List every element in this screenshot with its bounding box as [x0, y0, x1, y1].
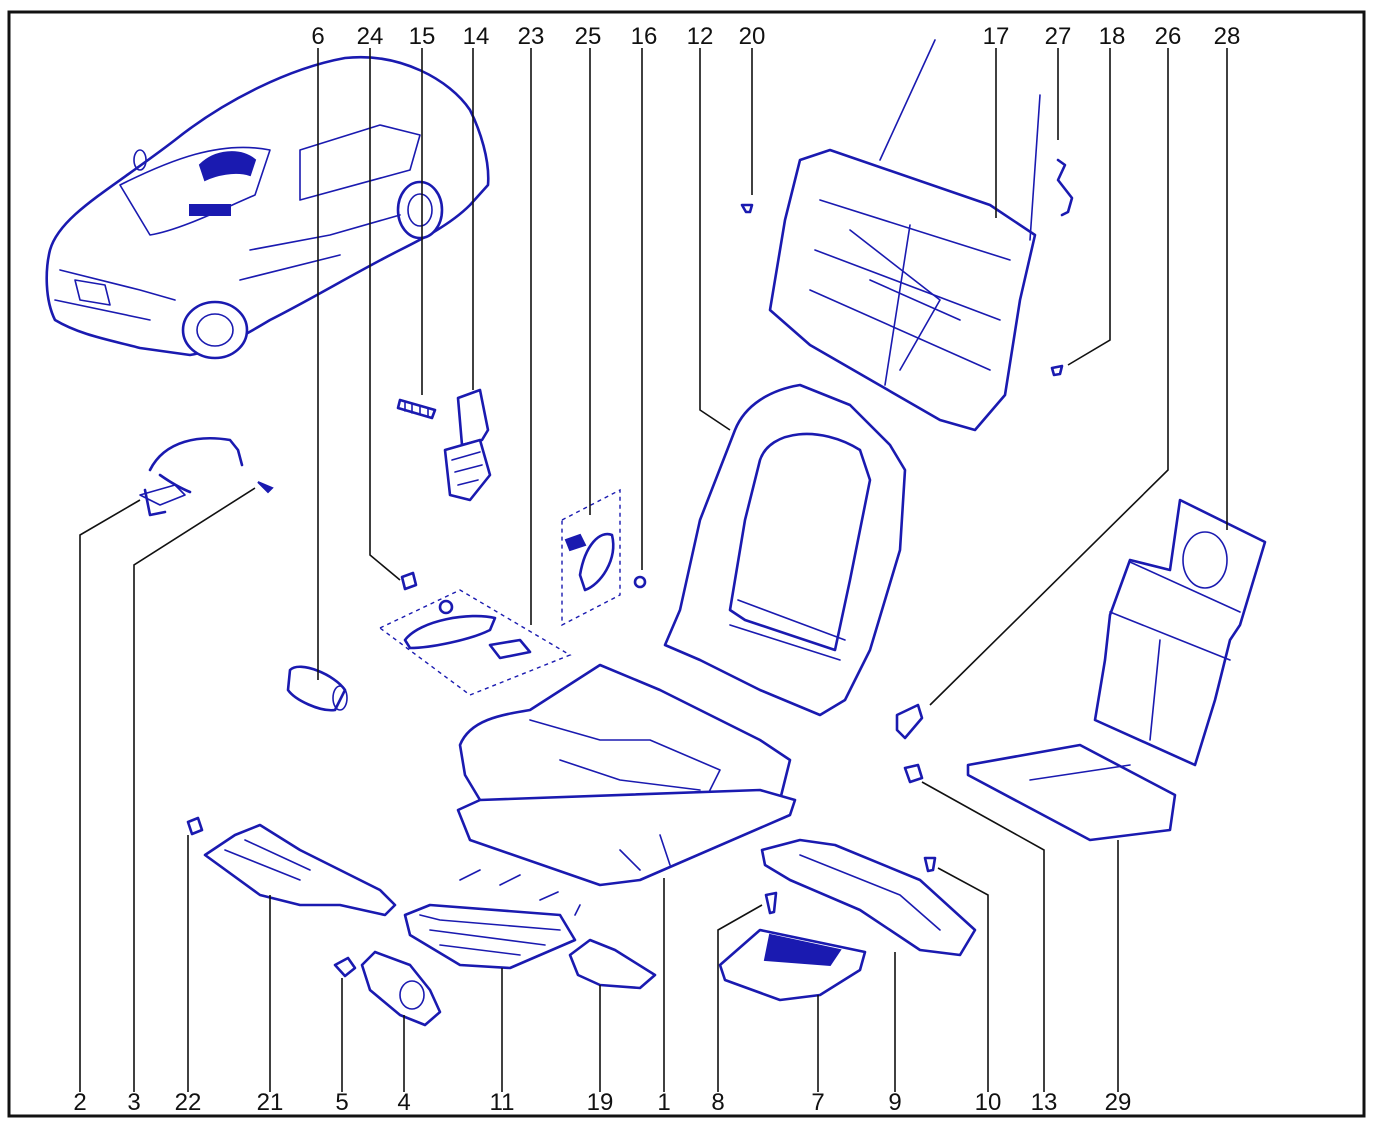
part-17-suspension-frame	[768, 39, 1041, 432]
callout-label: 28	[1214, 23, 1241, 50]
callout-label: 23	[518, 23, 545, 50]
part-29-seat-pad	[966, 743, 1177, 842]
callout-label: 19	[587, 1089, 614, 1116]
callout-label: 15	[409, 23, 436, 50]
part-13-bushing	[903, 763, 924, 784]
part-12-backrest-frame	[663, 383, 907, 717]
part-7-control-module	[718, 928, 867, 1002]
callout-label: 14	[463, 23, 490, 50]
part-8-screw	[764, 891, 778, 915]
callout-label: 3	[127, 1089, 140, 1116]
callout-label: 25	[575, 23, 602, 50]
part-15-bolt	[396, 398, 437, 420]
callout-label: 2	[73, 1089, 86, 1116]
callout-label: 16	[631, 23, 658, 50]
callout-label: 27	[1045, 23, 1072, 50]
callout-label: 11	[490, 1089, 515, 1116]
callout-label: 10	[975, 1089, 1002, 1116]
callout-label: 21	[257, 1089, 284, 1116]
part-23-trim-group	[378, 589, 572, 696]
part-22-clip	[186, 816, 204, 836]
callout-label: 22	[175, 1089, 202, 1116]
bottom-callout-labels: 2 3 22 21 5 4 11 19 1 8 7 9 10 13 29	[73, 1089, 1131, 1116]
callout-label: 5	[335, 1089, 348, 1116]
part-5-cap	[333, 956, 357, 978]
callout-label: 1	[657, 1089, 670, 1116]
diagram-border	[7, 10, 1366, 1118]
part-28-backrest-pad	[1093, 498, 1267, 767]
callout-label: 12	[687, 23, 714, 50]
callout-label: 9	[888, 1089, 901, 1116]
part-18-screw	[1050, 364, 1064, 377]
part-16-nut	[633, 575, 647, 589]
part-9-side-trim	[760, 838, 977, 957]
callout-label: 13	[1031, 1089, 1058, 1116]
part-10-screw	[923, 856, 937, 873]
part-2-wire-hook	[139, 437, 244, 517]
part-25-side-cover	[561, 488, 621, 627]
callout-label: 24	[357, 23, 384, 50]
part-24-cap	[400, 571, 418, 591]
part-21-height-mechanism	[203, 823, 397, 917]
callout-label: 8	[711, 1089, 724, 1116]
callout-label: 26	[1155, 23, 1182, 50]
part-26-bracket	[895, 703, 924, 740]
part-6-cylinder	[286, 665, 348, 712]
top-callout-labels: 6 24 15 14 23 25 16 12 20 17 27 18 26 28	[311, 23, 1240, 50]
callout-label: 20	[739, 23, 766, 50]
callout-label: 29	[1105, 1089, 1132, 1116]
part-14-recliner	[443, 388, 492, 502]
callout-label: 17	[983, 23, 1010, 50]
part-27-rod	[1056, 158, 1074, 217]
car-illustration	[45, 55, 490, 360]
part-3-pin	[257, 481, 274, 494]
leader-lines	[79, 48, 1228, 1092]
part-1-seat-frame	[456, 663, 797, 887]
callout-label: 7	[811, 1089, 824, 1116]
part-11-spring-mat	[403, 869, 581, 970]
part-4-motor	[360, 950, 442, 1027]
part-20-screw	[740, 203, 754, 214]
part-19-bracket	[568, 938, 657, 990]
callout-label: 6	[311, 23, 324, 50]
callout-label: 4	[397, 1089, 410, 1116]
callout-label: 18	[1099, 23, 1126, 50]
